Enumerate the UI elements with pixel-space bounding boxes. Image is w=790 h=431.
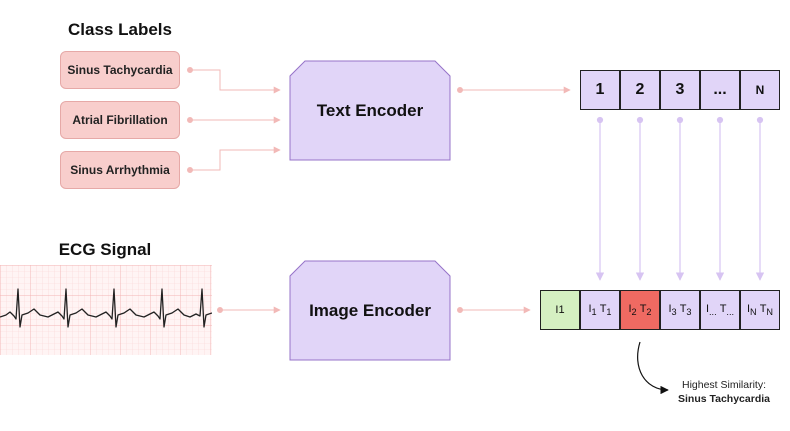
class-label-sinus-tachycardia: Sinus Tachycardia	[60, 51, 180, 89]
class-label-atrial-fibrillation: Atrial Fibrillation	[60, 101, 180, 139]
pair-1-i: 1	[591, 307, 597, 318]
highest-similarity-label: Sinus Tachycardia	[677, 393, 770, 405]
result-arrow	[637, 341, 669, 395]
pair-3-i: 3	[671, 307, 677, 318]
pair-n-t: N	[766, 307, 774, 318]
similarity-cell-n: IN TN	[740, 290, 780, 330]
text-embedding-n: N	[740, 70, 780, 110]
image-encoder-label: Image Encoder	[309, 300, 431, 320]
pair-3-t: 3	[686, 307, 692, 318]
pair-1-t: 1	[606, 307, 612, 318]
text-embedding-ellipsis: ...	[700, 70, 740, 110]
image-encoder-shape	[289, 260, 451, 361]
similarity-cell-1: I1 T1	[580, 290, 620, 330]
ecg-signal-image	[0, 265, 212, 355]
similarity-cell-ellipsis: I... T...	[700, 290, 740, 330]
class-label-sinus-arrhythmia: Sinus Arrhythmia	[60, 151, 180, 189]
highest-similarity-caption: Highest Similarity:	[681, 379, 767, 391]
pair-n-i: N	[750, 307, 757, 318]
text-encoder-shape	[289, 60, 451, 161]
pair-2-i: 2	[631, 307, 637, 318]
highest-similarity-note: Highest Similarity: Sinus Tachycardia	[660, 378, 788, 406]
text-encoder-label: Text Encoder	[316, 100, 424, 120]
similarity-cell-3: I3 T3	[660, 290, 700, 330]
text-embedding-3: 3	[660, 70, 700, 110]
image-embedding-cell: I1	[540, 290, 580, 330]
pair-ellipsis-i: ...	[709, 307, 717, 318]
connector-label-3	[190, 146, 281, 171]
similarity-cell-2-highest: I2 T2	[620, 290, 660, 330]
pair-ellipsis-t: ...	[726, 307, 735, 318]
image-embedding-label: I1	[555, 304, 565, 316]
ecg-trace	[0, 288, 212, 328]
text-embedding-1: 1	[580, 70, 620, 110]
connector-label-1	[190, 69, 281, 94]
pair-2-t: 2	[646, 307, 652, 318]
class-labels-title: Class Labels	[68, 20, 172, 39]
ecg-signal-title: ECG Signal	[58, 240, 152, 259]
text-embedding-2: 2	[620, 70, 660, 110]
